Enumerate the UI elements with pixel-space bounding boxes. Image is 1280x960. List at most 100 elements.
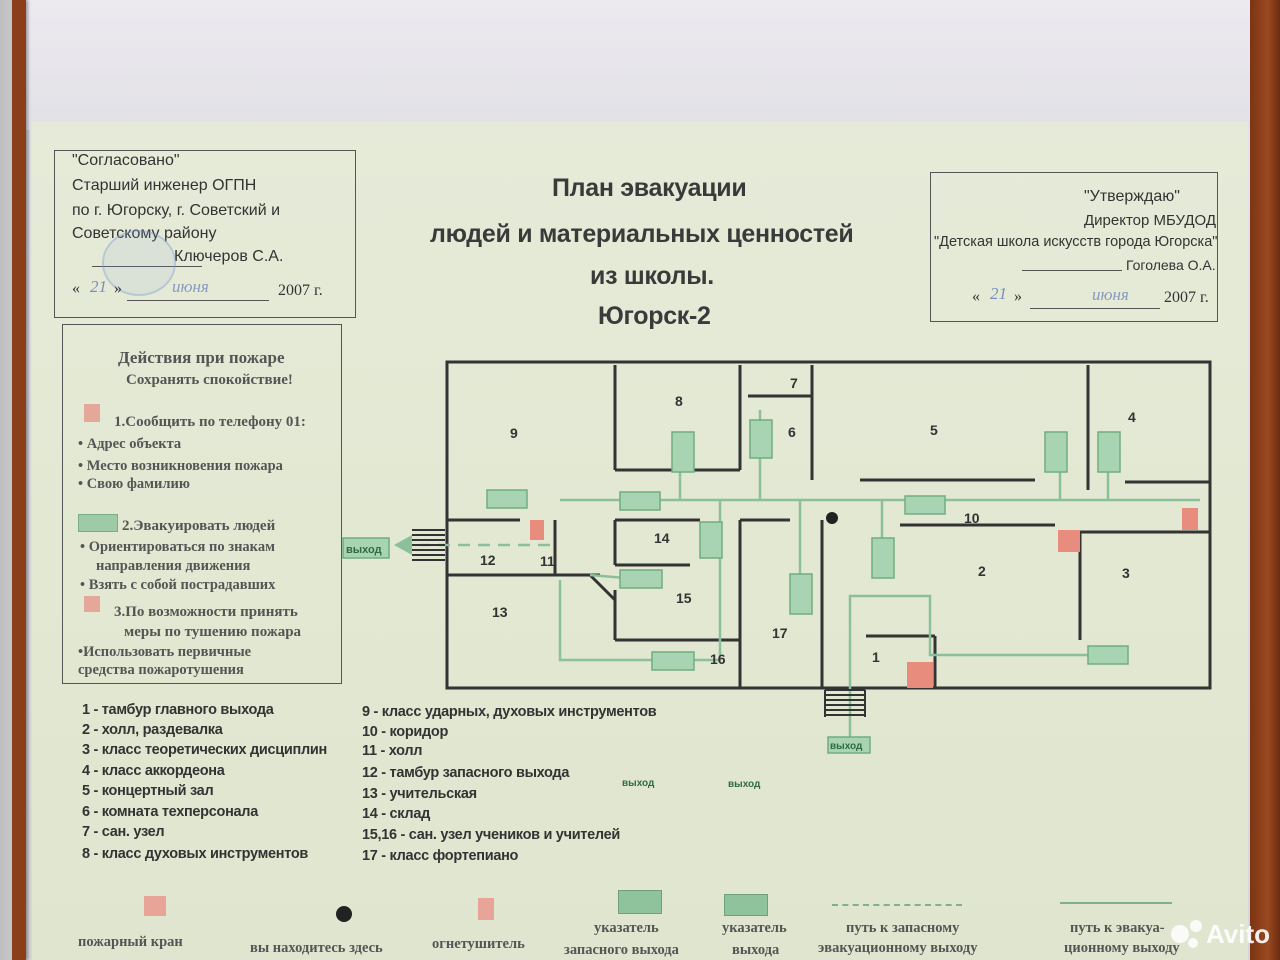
exit-sign: [1097, 431, 1121, 473]
symbol-evac-path-2: ционному выходу: [1064, 940, 1180, 956]
glass-glare: [26, 0, 1250, 130]
evac-path: [558, 500, 722, 662]
room-number: 10: [964, 510, 980, 526]
hydrant-icon: [907, 662, 933, 688]
actions-subheading: Сохранять спокойствие!: [126, 372, 293, 388]
step3-b: меры по тушению пожара: [124, 624, 302, 640]
confirm-date-line: [1030, 308, 1160, 309]
legend-right-3: 11 - холл: [362, 743, 423, 759]
step1-item-1: • Адрес объекта: [78, 436, 182, 452]
hydrant-icon: [84, 596, 100, 612]
sign-text-1: выход: [622, 778, 655, 789]
room-number: 11: [540, 553, 555, 569]
exit-sign: [904, 495, 946, 515]
exit-sign: [871, 537, 895, 579]
room-number: 12: [480, 552, 496, 568]
actions-heading: Действия при пожаре: [118, 348, 285, 367]
extinguisher-icon: [1182, 508, 1198, 530]
legend-left-6: 6 - комната техперсонала: [82, 804, 258, 820]
legend-right-8: 17 - класс фортепиано: [362, 848, 519, 864]
evacuate-sign-icon: [78, 514, 118, 532]
phone-icon: [84, 404, 100, 422]
exit-label-left: выход: [346, 544, 382, 556]
plan-title-3: из школы.: [590, 262, 714, 290]
room-number: 15: [676, 590, 692, 606]
legend-left-5: 5 - концертный зал: [82, 783, 214, 799]
extinguisher-symbol: [478, 898, 494, 920]
step2-item-1: • Ориентироваться по знакам: [80, 539, 275, 555]
exit-sign: [486, 489, 528, 509]
approved-box: [54, 150, 356, 318]
symbol-spare-exit-2: запасного выхода: [564, 942, 679, 958]
hydrant-symbol: [144, 896, 166, 916]
stairs-bottom: [824, 689, 866, 717]
symbol-hydrant: пожарный кран: [78, 934, 183, 950]
legend-left-3: 3 - класс теоретических дисциплин: [82, 742, 327, 758]
exit-sign: [671, 431, 695, 473]
stairs-left: [412, 529, 445, 561]
plan-title-4: Югорск-2: [598, 302, 711, 330]
exit-sign-left: [342, 537, 390, 559]
exit-sign: [789, 573, 813, 615]
legend-left-2: 2 - холл, раздевалка: [82, 722, 223, 738]
confirm-date-close: »: [1014, 288, 1022, 305]
plan-title-1: План эвакуации: [552, 174, 747, 202]
room-number: 17: [772, 625, 788, 641]
legend-right-1: 9 - класс ударных, духовых инструментов: [362, 704, 657, 720]
step3-item-1: •Использовать первичные: [78, 644, 252, 660]
legend-right-2: 10 - коридор: [362, 724, 449, 740]
room-number: 2: [978, 563, 986, 579]
exit-sign: [699, 521, 723, 559]
legend-left-4: 4 - класс аккордеона: [82, 763, 225, 779]
step3-item-2: средства пожаротушения: [78, 662, 244, 678]
sign-text-2: выход: [728, 779, 761, 790]
date-line: [127, 300, 269, 301]
confirm-date-month: июня: [1092, 285, 1129, 304]
symbol-you-are-here: вы находитесь здесь: [250, 940, 383, 956]
spare-path-line: [832, 904, 962, 906]
step2: 2.Эвакуировать людей: [122, 518, 276, 534]
approved-date-open: «: [72, 280, 80, 297]
evacuation-plan-plate: "Согласовано" Старший инженер ОГПН по г.…: [32, 122, 1248, 960]
room-number: 8: [675, 393, 683, 409]
you-are-here-dot: [336, 906, 352, 922]
frame-left: [12, 0, 26, 960]
symbol-spare-path-1: путь к запасному: [846, 920, 960, 936]
room-number: 5: [930, 422, 938, 438]
arrow-left: [394, 535, 412, 555]
watermark-text: Avito: [1206, 919, 1270, 949]
frame-right: [1250, 0, 1280, 960]
approved-signature: Ключеров С.А.: [174, 248, 284, 265]
plan-title-2: людей и материальных ценностей: [430, 220, 854, 248]
step2-item-2: направления движения: [96, 558, 251, 574]
spare-exit-sign-symbol: [618, 890, 662, 914]
symbol-exit-sign-2: выхода: [732, 942, 780, 958]
evac-path-line: [1060, 902, 1172, 904]
legend-left-1: 1 - тамбур главного выхода: [82, 702, 274, 718]
stamp: [102, 230, 176, 296]
evac-path: [848, 594, 1110, 700]
avito-watermark: Avito: [1171, 919, 1270, 949]
approved-date-month: июня: [172, 277, 209, 296]
confirm-date-open: «: [972, 288, 980, 305]
exit-sign: [1087, 645, 1129, 665]
room-number: 7: [790, 375, 798, 391]
approved-line1: Старший инженер ОГПН: [72, 177, 257, 194]
confirm-title: "Утверждаю": [1084, 188, 1180, 205]
outer-wall: [445, 360, 1212, 690]
room-number: 9: [510, 425, 518, 441]
phone-icon: [1058, 530, 1080, 552]
step3: 3.По возможности принять: [114, 604, 298, 620]
symbol-extinguisher: огнетушитель: [432, 936, 525, 952]
step1-item-2: • Место возникновения пожара: [78, 458, 283, 474]
confirm-date-year: 2007 г.: [1164, 289, 1209, 306]
legend-right-7: 15,16 - сан. узел учеников и учителей: [362, 827, 620, 843]
confirm-box: [930, 172, 1218, 322]
symbol-spare-path-2: эвакуационному выходу: [818, 940, 978, 956]
legend-left-7: 7 - сан. узел: [82, 824, 165, 840]
legend-right-6: 14 - склад: [362, 806, 430, 822]
you-are-here-dot: [826, 512, 838, 524]
confirm-line1: Директор МБУДОД: [1084, 212, 1217, 229]
exit-sign-bottom: [827, 736, 871, 754]
